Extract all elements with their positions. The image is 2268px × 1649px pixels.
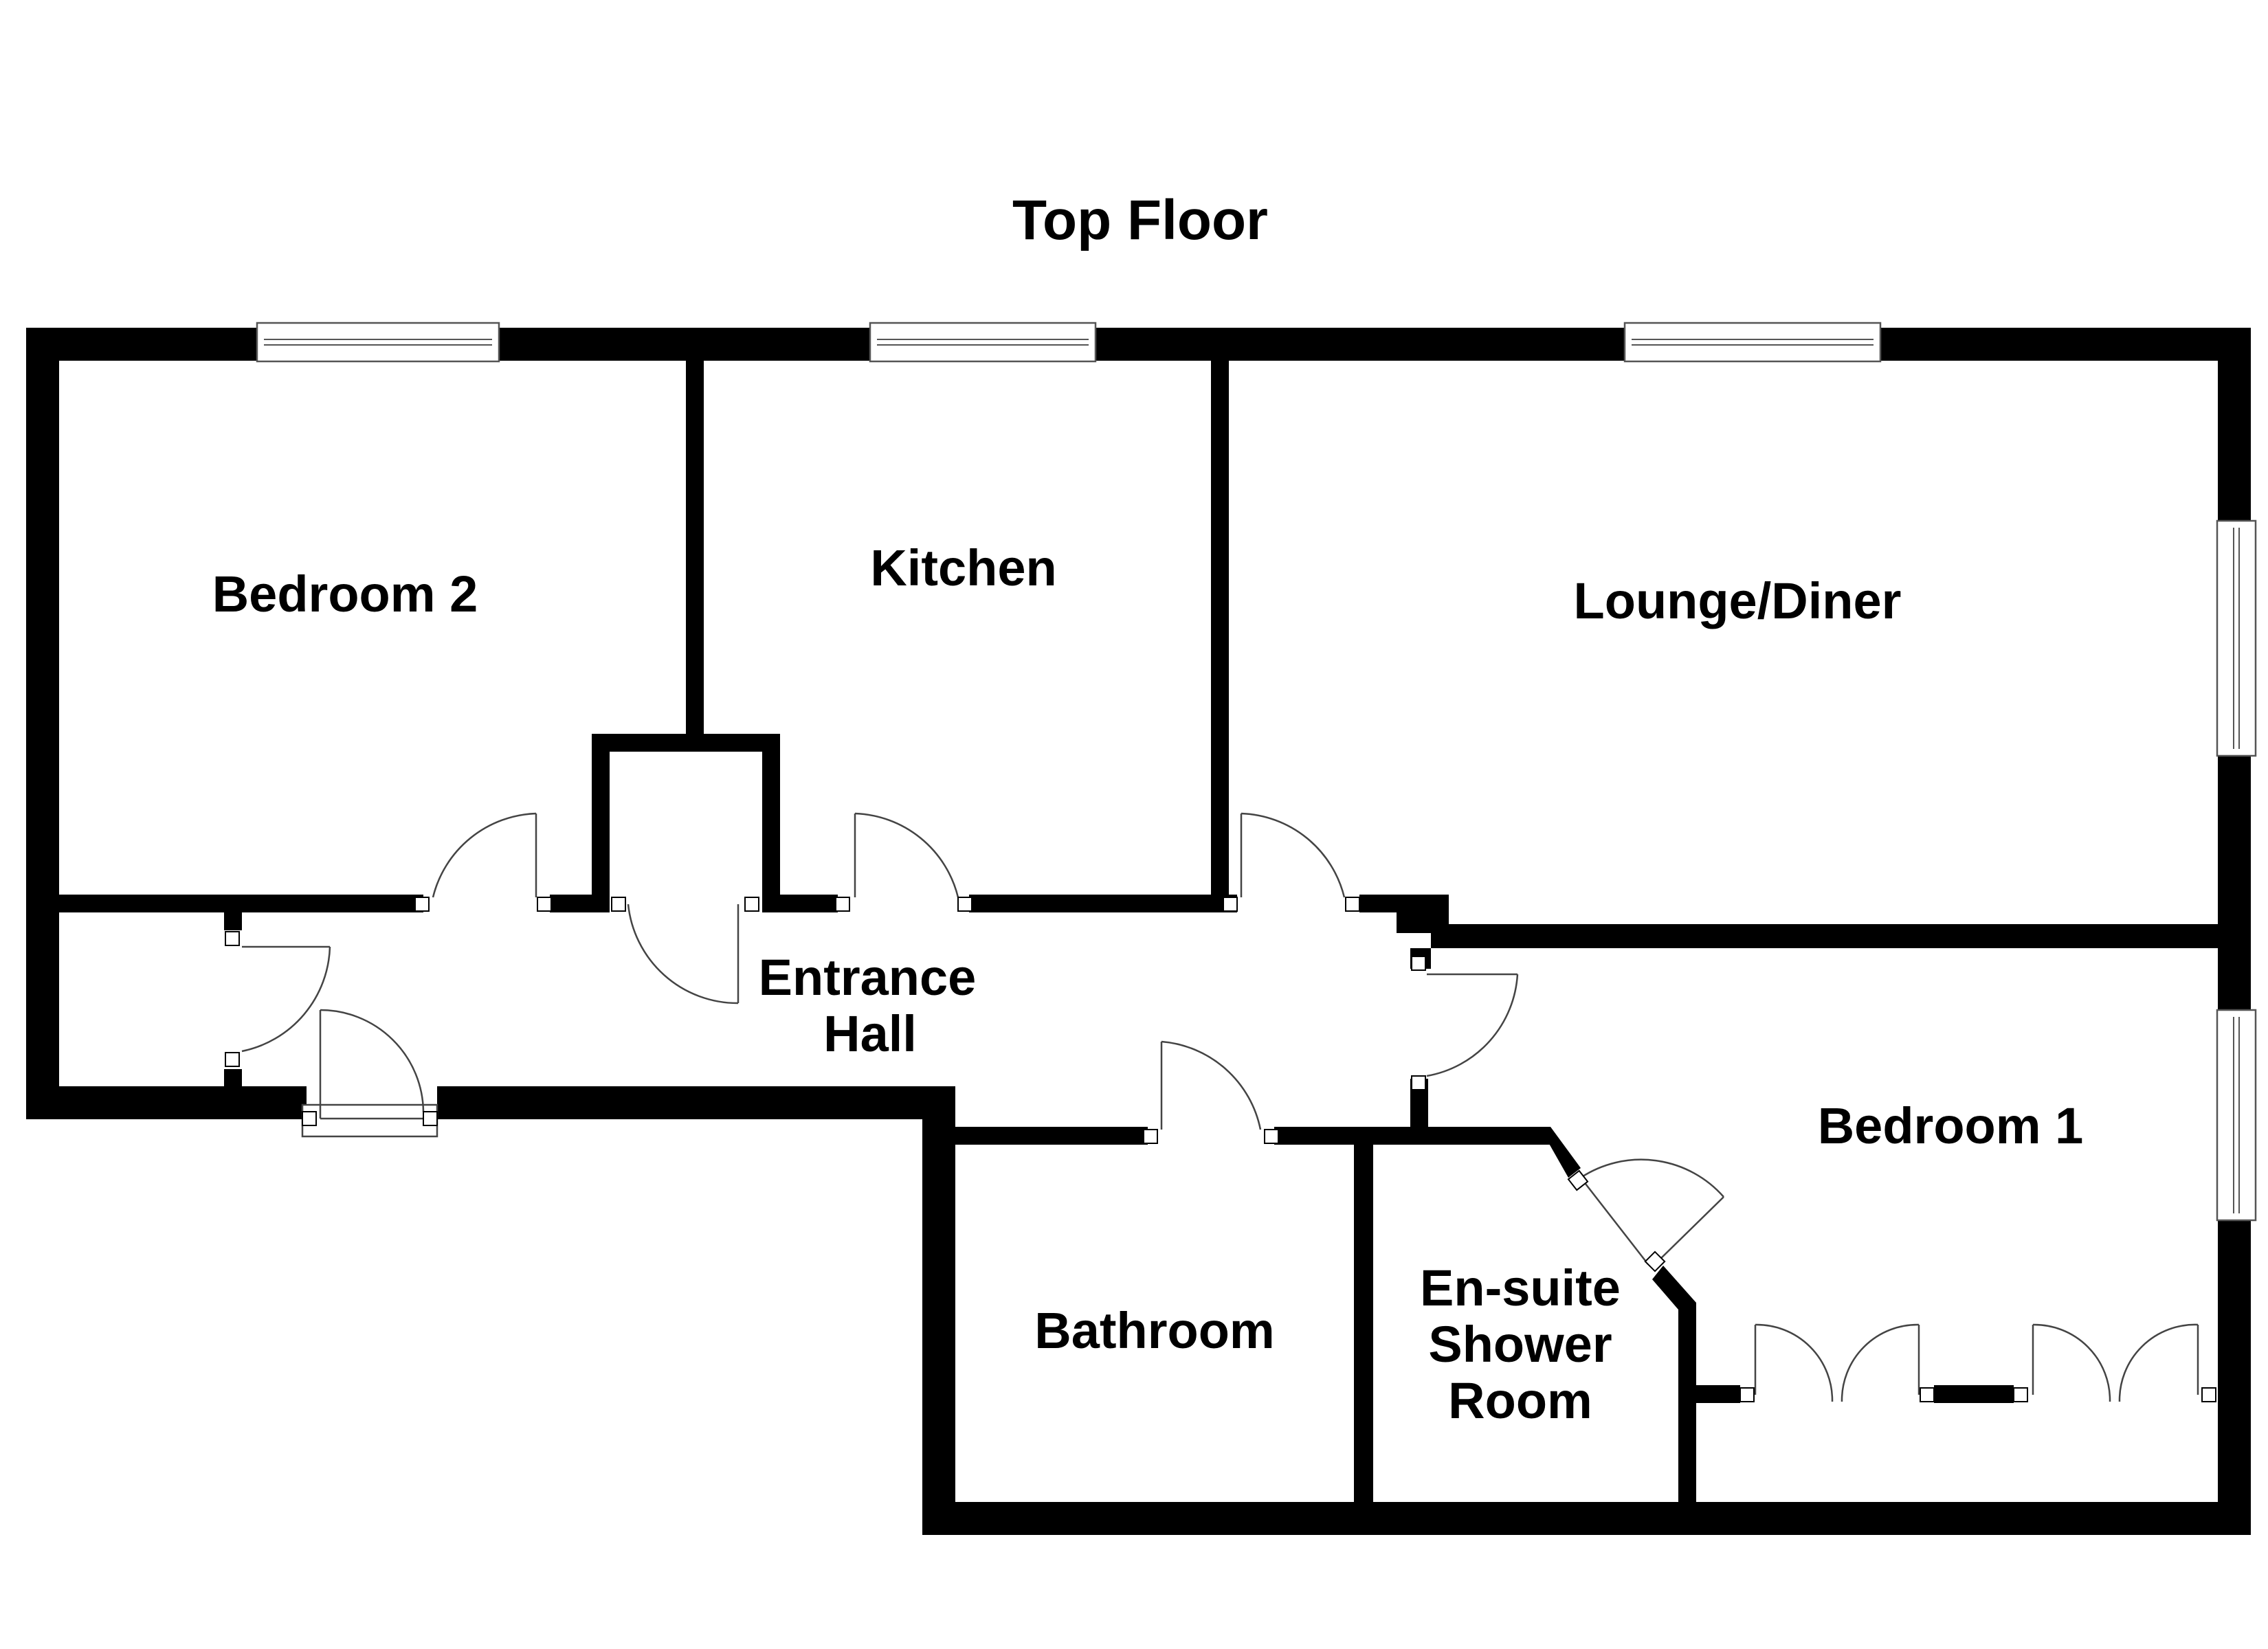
window-bedroom-2 (256, 322, 500, 363)
label-bedroom-1: Bedroom 1 (1818, 1097, 2084, 1154)
window-kitchen (869, 322, 1097, 363)
wardrobe-doors-right (2013, 1323, 2216, 1402)
label-lounge-diner: Lounge/Diner (1574, 572, 1902, 629)
room-labels: Bedroom 2 Kitchen Lounge/Diner Entrance … (212, 539, 2084, 1429)
interior-walls (59, 361, 2218, 1502)
bedroom-1-door (1411, 956, 1519, 1090)
floor-title: Top Floor (1012, 189, 1268, 251)
label-bathroom: Bathroom (1034, 1302, 1274, 1359)
ensuite-door (1567, 1158, 1724, 1272)
lounge-door (1223, 812, 1360, 912)
lobby-door (225, 931, 331, 1067)
label-entrance-hall-line-2: Hall (823, 1005, 917, 1062)
doors (225, 812, 2216, 1402)
window-bedroom-1-side (2216, 1009, 2257, 1222)
window-lounge-side (2216, 519, 2257, 757)
bedroom-2-door (414, 812, 552, 912)
windows (256, 322, 2257, 1222)
label-kitchen: Kitchen (870, 539, 1056, 596)
wardrobe-doors-left (1739, 1323, 1935, 1402)
label-ensuite-line-1: En-suite (1420, 1259, 1621, 1316)
front-door (301, 1009, 438, 1138)
label-ensuite-line-2: Shower (1428, 1316, 1612, 1373)
kitchen-door (835, 812, 972, 912)
bathroom-door (1143, 1040, 1279, 1144)
label-entrance-hall-line-1: Entrance (759, 949, 977, 1006)
window-lounge-top (1623, 322, 1882, 363)
cupboard-door (611, 897, 759, 1005)
label-bedroom-2: Bedroom 2 (212, 565, 478, 622)
label-ensuite-line-3: Room (1448, 1372, 1592, 1429)
